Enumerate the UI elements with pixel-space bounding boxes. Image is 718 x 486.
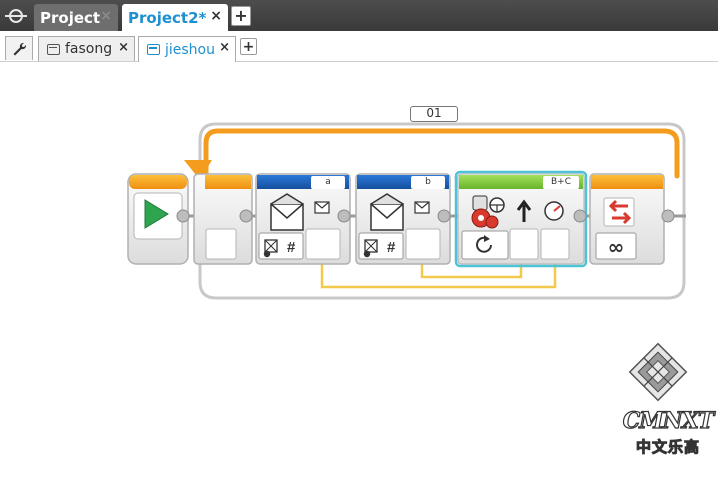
- lobby-button[interactable]: [2, 4, 30, 28]
- watermark-logo-icon: [628, 342, 688, 402]
- tab-project-close-icon[interactable]: ×: [100, 8, 112, 24]
- receive-compare-icon: [363, 239, 378, 258]
- tab-project2-close-icon[interactable]: ×: [210, 8, 222, 24]
- unlimited-mode-glyph: ∞: [608, 235, 625, 259]
- receive-message-block-b[interactable]: #: [355, 173, 451, 265]
- selection-outline: [454, 170, 588, 268]
- tab-jieshou-close-icon[interactable]: ×: [219, 40, 230, 55]
- wrench-icon: [13, 42, 27, 55]
- number-mode-glyph: #: [287, 239, 296, 256]
- program-tab-bar: fasong × jieshou × +: [0, 31, 718, 62]
- loop-arrow-head-icon: [184, 160, 212, 180]
- steering-arrow-icon: [516, 199, 532, 222]
- mailbox-receive-icon: [370, 193, 404, 231]
- output-port[interactable]: [176, 209, 190, 223]
- lobby-icon: [5, 9, 27, 23]
- speed-gauge-icon: [544, 201, 564, 221]
- move-mode-selector[interactable]: [461, 230, 509, 260]
- number-mode-glyph: #: [387, 239, 396, 256]
- move-steering-block[interactable]: [454, 170, 588, 268]
- motor-ports-label[interactable]: B+C: [543, 176, 579, 189]
- tab-fasong-label: fasong: [65, 41, 113, 57]
- message-title-b[interactable]: b: [411, 176, 445, 189]
- program-icon: [147, 44, 160, 55]
- cmnxt-watermark: CMNXT 中文乐高: [618, 336, 718, 486]
- tab-project2-label: Project2*: [128, 8, 207, 27]
- power-input[interactable]: [540, 228, 570, 260]
- mailbox-receive-icon: [270, 193, 304, 231]
- watermark-text: CMNXT: [622, 407, 715, 434]
- loop-mode-selector[interactable]: [595, 232, 637, 260]
- receive-compare-icon: [263, 239, 278, 258]
- loop-block[interactable]: [184, 122, 686, 300]
- tab-jieshou-label: jieshou: [165, 41, 215, 58]
- loop-repeat-icon: [608, 199, 632, 225]
- tab-program-jieshou[interactable]: jieshou ×: [138, 36, 236, 62]
- loop-end[interactable]: ∞: [589, 173, 675, 265]
- add-program-button[interactable]: +: [240, 38, 257, 55]
- tab-project[interactable]: Project ×: [34, 4, 118, 31]
- watermark-subtitle: 中文乐高: [635, 438, 700, 457]
- add-project-button[interactable]: +: [231, 6, 251, 26]
- project-tab-bar: Project × Project2* × +: [0, 0, 718, 31]
- start-block[interactable]: [127, 173, 190, 265]
- envelope-icon: [414, 201, 430, 214]
- steering-motor-icon: [471, 195, 505, 229]
- tab-project-label: Project: [40, 8, 101, 27]
- programming-canvas[interactable]: # #: [0, 62, 718, 457]
- loop-name-field[interactable]: 01: [410, 106, 458, 122]
- play-icon: [144, 199, 169, 229]
- loop-start[interactable]: [193, 173, 253, 265]
- on-for-rotations-icon: [476, 235, 492, 253]
- program-icon: [47, 43, 60, 55]
- program-diagram: # #: [127, 122, 686, 300]
- tab-fasong-close-icon[interactable]: ×: [118, 40, 129, 55]
- project-properties-button[interactable]: [5, 36, 33, 60]
- loop-return-arrow: [203, 128, 680, 179]
- steering-input[interactable]: [509, 228, 539, 260]
- message-title-a[interactable]: a: [311, 176, 345, 189]
- tab-program-fasong[interactable]: fasong ×: [38, 36, 135, 61]
- result-output-port[interactable]: [305, 228, 341, 260]
- receive-message-block-a[interactable]: #: [255, 173, 351, 265]
- envelope-icon: [314, 201, 330, 214]
- tab-project2[interactable]: Project2* ×: [122, 4, 228, 31]
- result-output-port[interactable]: [405, 228, 441, 260]
- output-port[interactable]: [661, 209, 675, 223]
